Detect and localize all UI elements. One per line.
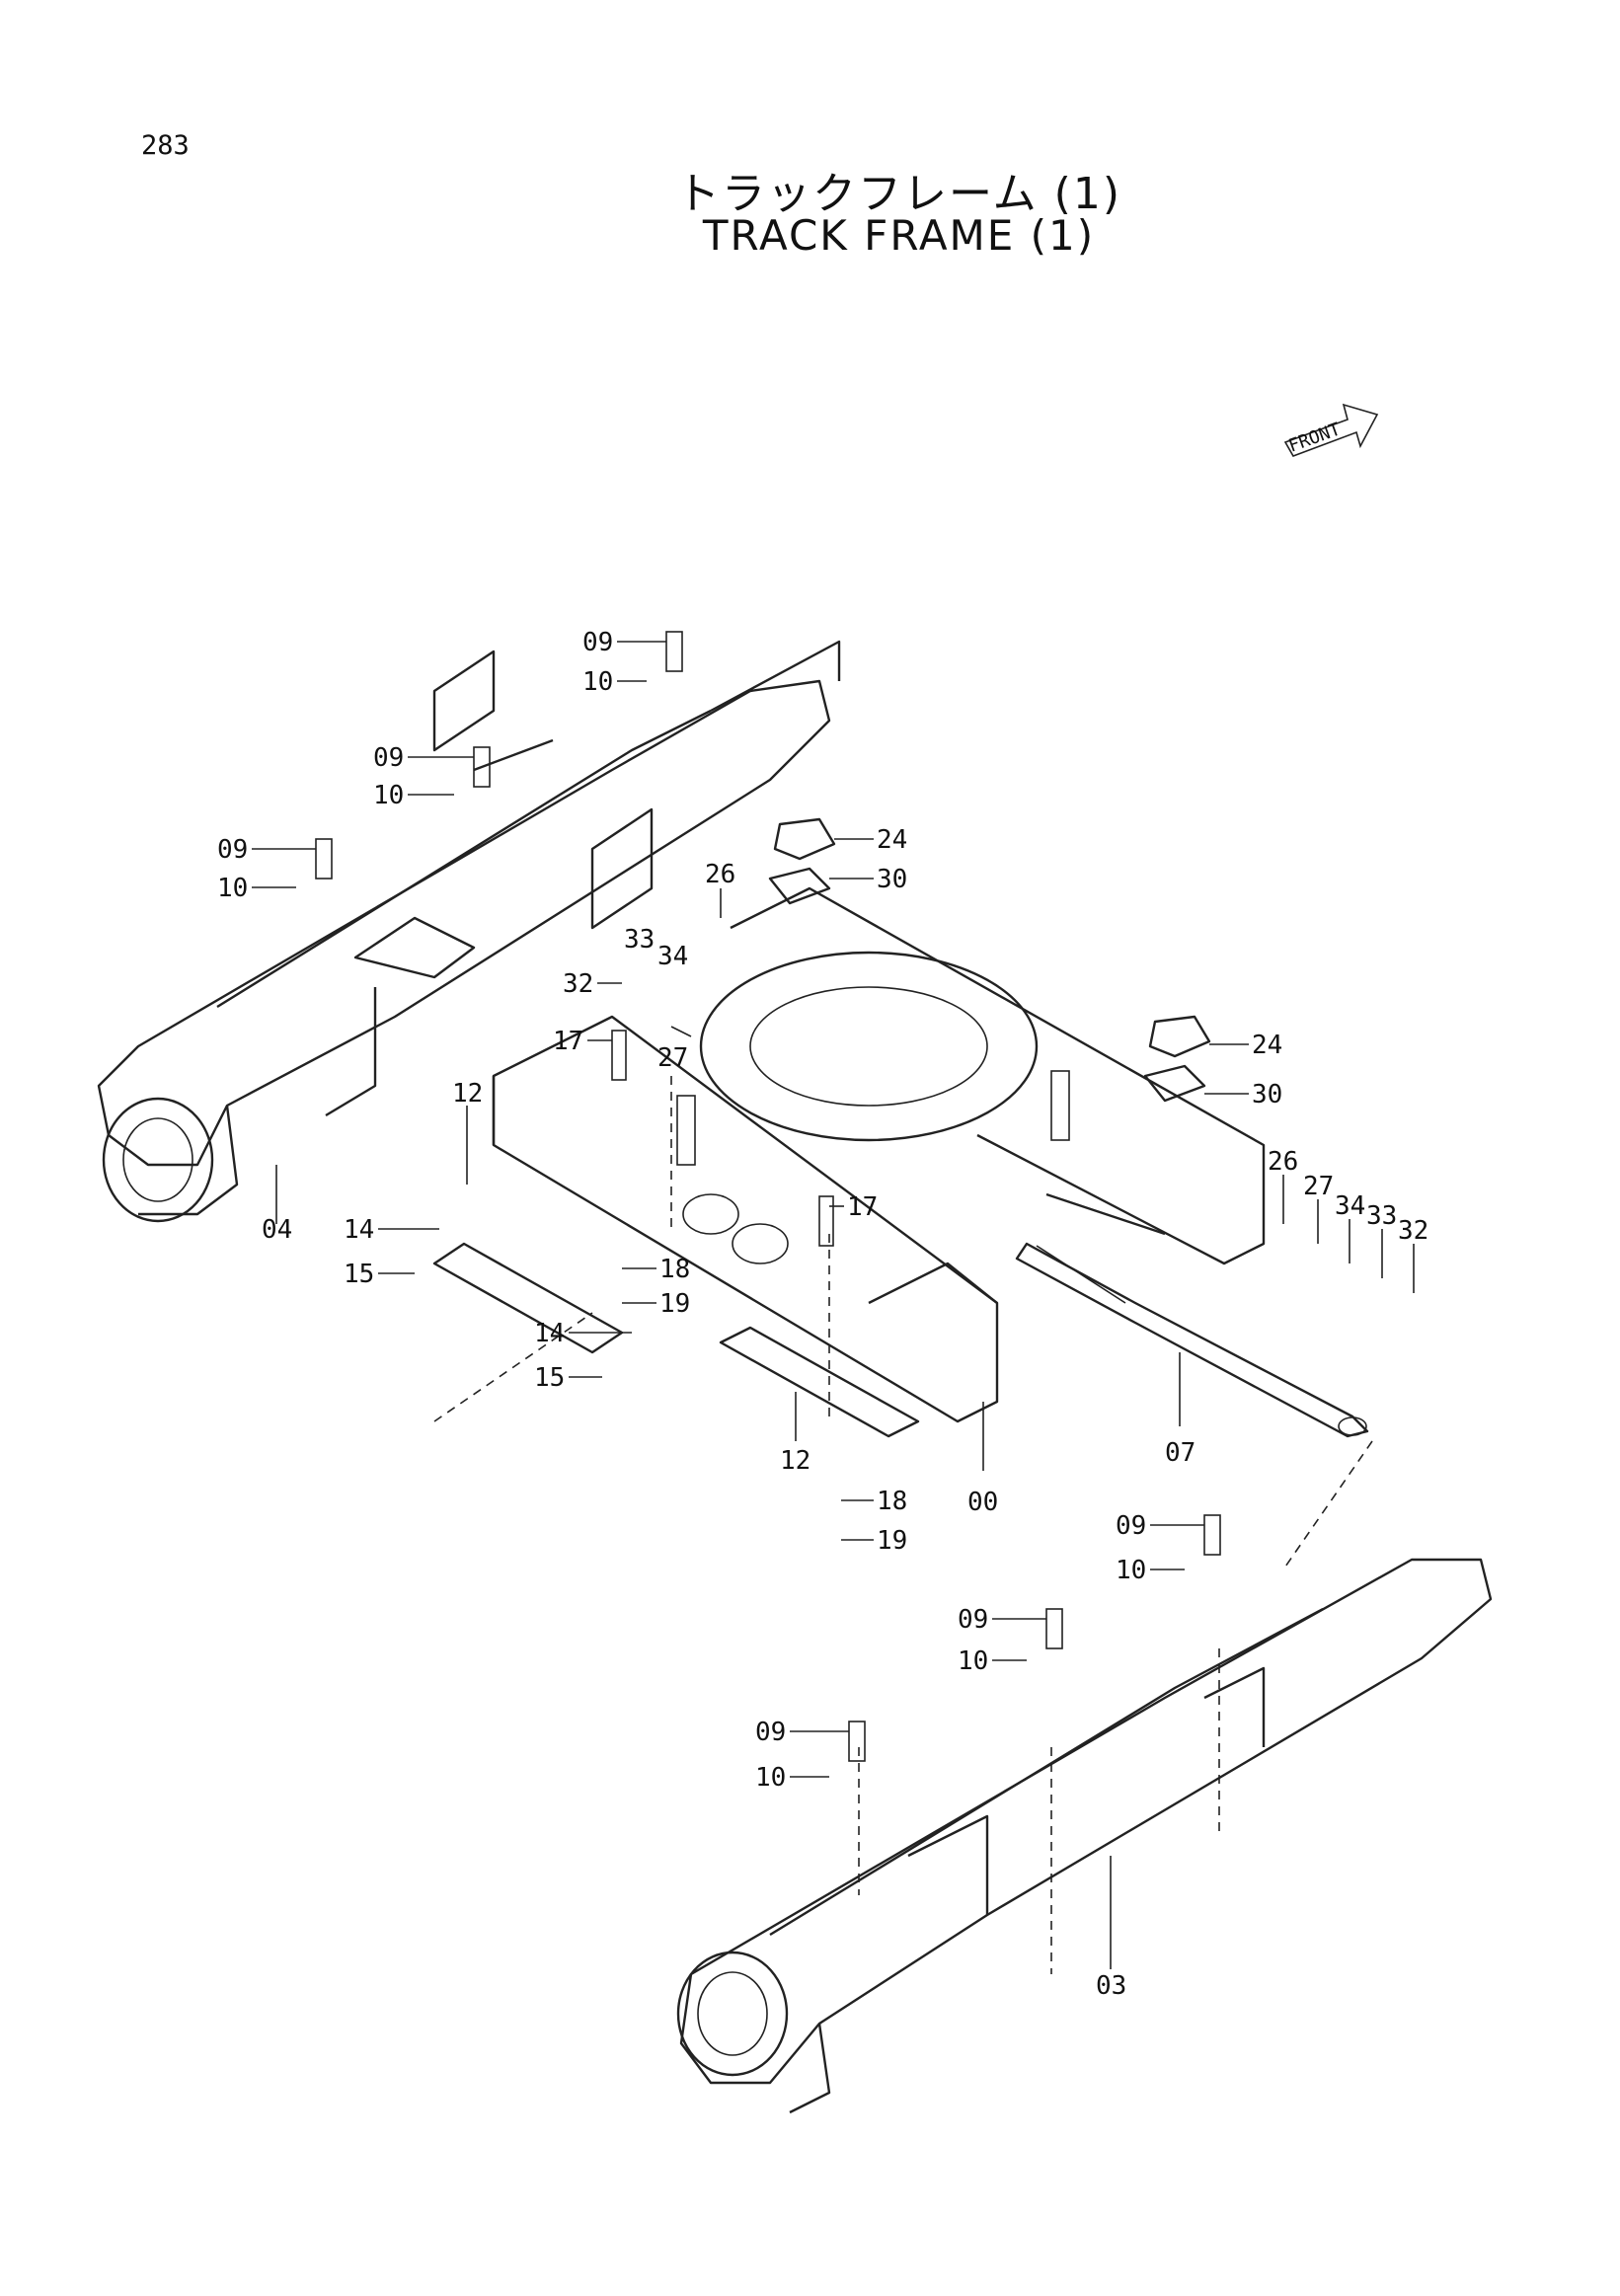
callout-label: 03: [1096, 1971, 1126, 2001]
title-japanese: トラックフレーム (1): [676, 169, 1121, 219]
callout-label: 32: [563, 969, 593, 999]
callout-label: 09: [373, 743, 404, 773]
callout-label: 18: [877, 1487, 907, 1516]
callout-label: 15: [344, 1260, 374, 1289]
callout-label: 17: [553, 1027, 583, 1056]
callout-label: 27: [1303, 1172, 1334, 1201]
callout-label: 07: [1165, 1438, 1196, 1468]
callout-label: 10: [755, 1763, 786, 1793]
callout-label: 24: [877, 825, 907, 855]
pads: [768, 817, 1211, 1103]
callout-label: 18: [659, 1255, 690, 1284]
callout-label: 33: [624, 925, 655, 955]
callout-label: 10: [1116, 1556, 1146, 1585]
callout-label: 34: [657, 942, 688, 971]
callout-label: 24: [1252, 1031, 1282, 1060]
callout-label: 26: [705, 860, 735, 889]
callout-label: 17: [847, 1192, 878, 1222]
callout-label: 15: [534, 1363, 565, 1393]
callout-label: 10: [217, 874, 248, 903]
center-frame: [492, 886, 1266, 1423]
callout-label: 26: [1268, 1147, 1298, 1177]
callout-label: 30: [877, 865, 907, 894]
callout-label: 09: [1116, 1511, 1146, 1541]
callout-label: 30: [1252, 1080, 1282, 1110]
callout-label: 34: [1335, 1191, 1365, 1221]
front-label: FRONT: [1286, 419, 1344, 456]
callout-label: 10: [373, 781, 404, 810]
callout-label: 19: [659, 1289, 690, 1319]
callout-label: 09: [217, 835, 248, 865]
callout-label: 32: [1398, 1216, 1428, 1246]
callout-label: 12: [780, 1446, 810, 1476]
callouts: 09 10 09 10 09 10 24 30 26 33 34 32 27 1…: [217, 628, 1428, 2001]
callout-label: 00: [967, 1488, 998, 1517]
callout-label: 04: [262, 1215, 292, 1245]
callout-label: 27: [657, 1043, 688, 1073]
page-number: 283: [141, 130, 190, 161]
right-side-frame: [676, 1558, 1493, 2114]
callout-label: 19: [877, 1526, 907, 1556]
callout-label: 09: [755, 1718, 786, 1747]
track-adjuster: [1015, 1242, 1369, 1438]
hardware-parts: [315, 631, 1221, 1762]
callout-label: 33: [1366, 1201, 1397, 1231]
callout-label: 14: [534, 1319, 565, 1348]
front-arrow-icon: FRONT: [1283, 403, 1379, 457]
callout-label: 10: [582, 667, 613, 697]
callout-label: 09: [582, 628, 613, 657]
title-english: TRACK FRAME (1): [702, 211, 1096, 260]
callout-label: 10: [958, 1646, 988, 1676]
left-side-frame: [97, 640, 841, 1223]
callout-label: 14: [344, 1215, 374, 1245]
callout-label: 09: [958, 1605, 988, 1635]
callout-label: 12: [452, 1079, 483, 1109]
